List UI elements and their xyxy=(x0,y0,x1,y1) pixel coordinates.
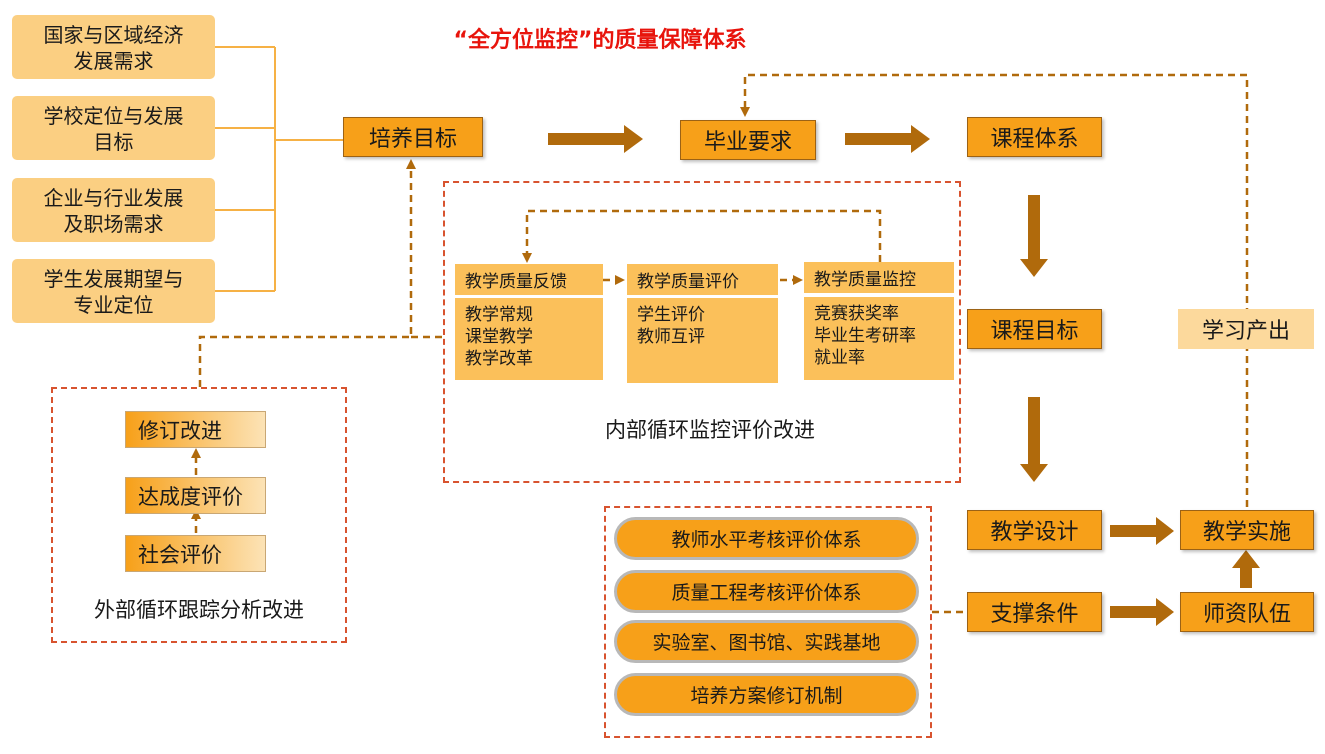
training-goal-box: 培养目标 xyxy=(343,117,483,157)
monitor-item: 毕业生考研率 xyxy=(814,326,916,346)
arrow-faculty-to-impl xyxy=(1232,550,1260,588)
source-line1: 学生发展期望与 xyxy=(43,267,184,291)
source-line2: 及职场需求 xyxy=(63,212,164,236)
internal-loop-arrow xyxy=(522,209,882,263)
arrow-support-to-faculty xyxy=(1110,598,1174,626)
main-arrows xyxy=(548,125,1260,626)
source-box-school: 学校定位与发展 目标 xyxy=(12,96,215,160)
support-system-pill: 质量工程考核评价体系 xyxy=(614,570,919,613)
monitor-item: 竞赛获奖率 xyxy=(814,304,899,324)
revise-improve-box: 修订改进 xyxy=(125,411,266,448)
graduation-requirement-box: 毕业要求 xyxy=(680,120,816,160)
evaluation-item: 学生评价 xyxy=(637,305,705,325)
source-bracket xyxy=(215,46,343,292)
faculty-box: 师资队伍 xyxy=(1180,592,1314,632)
internal-loop-frame xyxy=(443,181,961,483)
quality-evaluation-header: 教学质量评价 xyxy=(627,264,778,295)
source-box-economy: 国家与区域经济 发展需求 xyxy=(12,15,215,79)
quality-feedback-header: 教学质量反馈 xyxy=(455,264,603,295)
support-system-pill: 实验室、图书馆、实践基地 xyxy=(614,620,919,663)
arrow-course-to-design xyxy=(1020,397,1048,482)
evaluation-item: 教师互评 xyxy=(637,327,705,347)
arrow-goal-to-grad xyxy=(548,125,643,153)
course-goal-box: 课程目标 xyxy=(967,309,1102,349)
monitor-item: 就业率 xyxy=(814,348,865,368)
source-line2: 目标 xyxy=(93,130,134,154)
learning-output-box: 学习产出 xyxy=(1178,309,1314,349)
source-box-student: 学生发展期望与 专业定位 xyxy=(12,259,215,323)
source-line2: 发展需求 xyxy=(73,49,154,73)
diagram-title: “全方位监控”的质量保障体系 xyxy=(453,28,747,53)
social-eval-box: 社会评价 xyxy=(125,535,266,572)
quality-evaluation-body: 学生评价 教师互评 xyxy=(627,298,778,383)
support-system-pill: 培养方案修订机制 xyxy=(614,673,919,716)
internal-loop-caption: 内部循环监控评价改进 xyxy=(605,418,815,442)
support-conditions-box: 支撑条件 xyxy=(967,592,1102,632)
feedback-item: 教学常规 xyxy=(465,305,533,325)
source-line1: 学校定位与发展 xyxy=(43,104,184,128)
source-box-industry: 企业与行业发展 及职场需求 xyxy=(12,178,215,242)
external-loop-frame xyxy=(51,387,347,643)
teaching-design-box: 教学设计 xyxy=(967,510,1102,550)
arrow-design-to-impl xyxy=(1110,517,1174,545)
external-to-goal xyxy=(198,159,416,387)
feedback-item: 教学改革 xyxy=(465,349,533,369)
quality-feedback-body: 教学常规 课堂教学 教学改革 xyxy=(455,298,603,380)
support-systems-frame xyxy=(604,506,932,738)
dashed-connectors xyxy=(191,73,1249,614)
quality-monitor-body: 竞赛获奖率 毕业生考研率 就业率 xyxy=(804,297,954,380)
achievement-eval-box: 达成度评价 xyxy=(125,477,266,514)
source-line1: 国家与区域经济 xyxy=(43,23,184,47)
source-line2: 专业定位 xyxy=(73,293,154,317)
quality-monitor-header: 教学质量监控 xyxy=(804,262,954,293)
source-line1: 企业与行业发展 xyxy=(43,186,184,210)
feedback-loop-top xyxy=(740,73,1249,507)
curriculum-system-box: 课程体系 xyxy=(967,117,1102,157)
teaching-implementation-box: 教学实施 xyxy=(1180,510,1314,550)
feedback-item: 课堂教学 xyxy=(465,327,533,347)
arrow-grad-to-curriculum xyxy=(845,125,930,153)
external-loop-caption: 外部循环跟踪分析改进 xyxy=(94,598,304,622)
support-system-pill: 教师水平考核评价体系 xyxy=(614,517,919,560)
arrow-curriculum-to-course xyxy=(1020,195,1048,277)
